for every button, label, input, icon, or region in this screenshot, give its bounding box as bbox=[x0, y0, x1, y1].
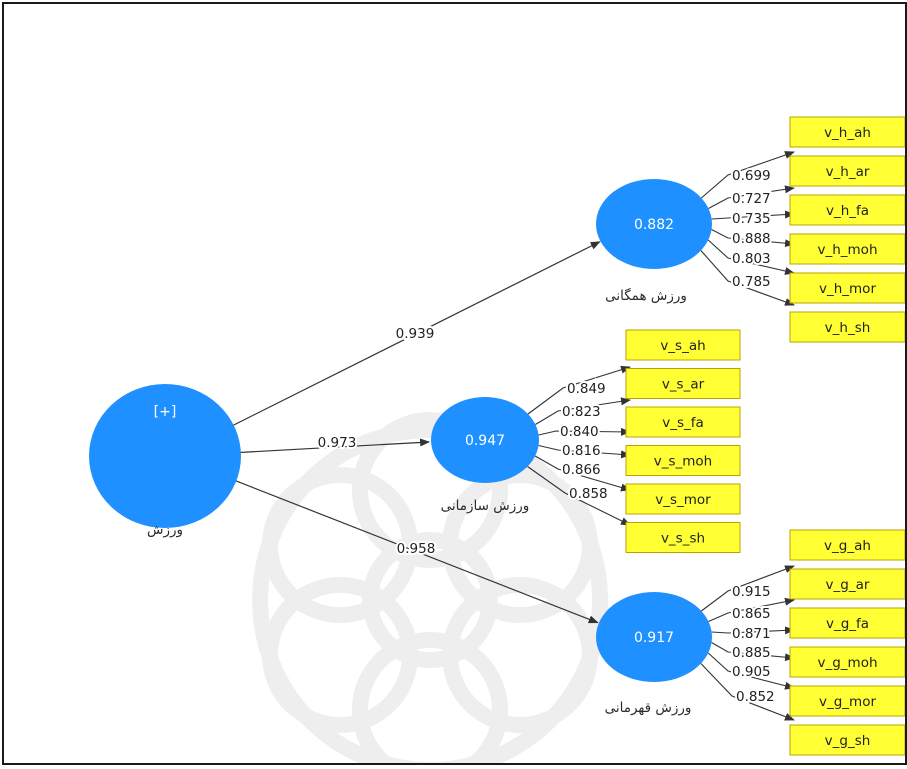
outer-loading-v_g_ah: 0.915 bbox=[732, 584, 771, 600]
r-squared-h: 0.882 bbox=[634, 217, 674, 233]
outer-loading-v_s_sh: 0.858 bbox=[569, 486, 608, 502]
path-coefficient-s: 0.973 bbox=[318, 435, 357, 451]
loading-arrow-v_g_sh bbox=[700, 663, 795, 721]
indicator-box-v_s_mor bbox=[625, 483, 741, 515]
construct-node-h bbox=[596, 179, 712, 269]
indicator-label-v_g_sh: v_g_sh bbox=[825, 733, 871, 749]
indicator-label-v_g_mor: v_g_mor bbox=[819, 694, 876, 710]
indicator-label-v_s_ah: v_s_ah bbox=[660, 338, 705, 354]
indicator-box-v_g_mor bbox=[789, 685, 906, 717]
outer-loading-v_h_mor: 0.803 bbox=[732, 251, 771, 267]
root-construct-node bbox=[89, 384, 241, 528]
r-squared-g: 0.917 bbox=[634, 630, 674, 646]
loading-arrow-v_g_mor bbox=[707, 652, 795, 690]
outer-loading-v_h_fa: 0.735 bbox=[732, 211, 771, 227]
loading-arrow-v_g_moh bbox=[711, 642, 795, 662]
indicator-box-v_h_ar bbox=[789, 155, 906, 187]
loading-arrow-v_s_mor bbox=[534, 455, 631, 492]
construct-label-g: ورزش قهرمانی bbox=[605, 700, 692, 716]
loading-arrow-v_s_ar bbox=[535, 397, 631, 425]
labels-layer: ورزش 0.939 ورزش همگانی 0.699 0.727 0.735 0.888… bbox=[147, 166, 777, 716]
indicator-label-v_g_ar: v_g_ar bbox=[826, 577, 870, 593]
indicator-box-v_s_ah bbox=[625, 329, 741, 361]
outer-loading-v_g_fa: 0.871 bbox=[732, 626, 771, 642]
path-arrow-h bbox=[232, 241, 601, 427]
indicator-label-v_s_ar: v_s_ar bbox=[662, 377, 705, 393]
loading-arrow-v_h_mor bbox=[707, 239, 795, 275]
loading-arrow-v_s_ah bbox=[527, 365, 631, 415]
indicator-box-v_h_moh bbox=[789, 233, 906, 265]
construct-label-h: ورزش همگانی bbox=[605, 287, 687, 304]
outer-loading-v_s_fa: 0.840 bbox=[560, 424, 599, 440]
outer-loading-v_g_moh: 0.885 bbox=[732, 645, 771, 661]
path-coefficient-g: 0.958 bbox=[397, 541, 436, 557]
loading-arrow-v_h_ah bbox=[700, 151, 795, 199]
indicator-label-v_s_sh: v_s_sh bbox=[661, 531, 705, 547]
loading-arrow-v_s_sh bbox=[527, 466, 631, 526]
loading-arrow-v_g_fa bbox=[711, 626, 795, 635]
indicator-label-v_s_fa: v_s_fa bbox=[662, 415, 704, 431]
path-arrow-g bbox=[234, 479, 599, 624]
indicator-label-v_h_sh: v_h_sh bbox=[825, 320, 871, 336]
indicator-label-v_h_ar: v_h_ar bbox=[826, 164, 870, 180]
indicator-box-v_g_ah bbox=[789, 529, 906, 561]
loading-arrow-v_s_fa bbox=[538, 427, 631, 436]
watermark-rosette bbox=[252, 412, 608, 769]
indicator-label-v_h_ah: v_h_ah bbox=[824, 125, 871, 141]
indicator-box-v_g_fa bbox=[789, 607, 906, 639]
indicator-label-v_g_fa: v_g_fa bbox=[826, 616, 869, 632]
indicator-label-v_g_ah: v_g_ah bbox=[824, 538, 871, 554]
loading-arrow-v_g_ar bbox=[708, 597, 795, 623]
construct-label-s: ورزش سازمانی bbox=[441, 498, 530, 514]
indicator-label-v_g_moh: v_g_moh bbox=[817, 655, 877, 671]
outer-loading-v_h_ah: 0.699 bbox=[732, 168, 771, 184]
indicator-box-v_h_mor bbox=[789, 272, 906, 304]
indicator-box-v_s_fa bbox=[625, 406, 741, 438]
indicator-box-v_s_moh bbox=[625, 445, 741, 476]
indicator-label-v_h_mor: v_h_mor bbox=[819, 281, 876, 297]
indicator-box-v_h_ah bbox=[789, 116, 906, 148]
indicator-box-v_s_sh bbox=[625, 522, 741, 553]
outer-loading-v_h_moh: 0.888 bbox=[732, 231, 771, 247]
loading-arrow-v_h_sh bbox=[700, 250, 795, 306]
indicator-label-v_s_moh: v_s_moh bbox=[654, 454, 713, 470]
loading-arrow-v_s_moh bbox=[538, 444, 631, 459]
outer-loading-v_s_moh: 0.816 bbox=[562, 443, 601, 459]
outer-loading-v_g_ar: 0.865 bbox=[732, 606, 771, 622]
root-construct-label: ورزش bbox=[147, 522, 183, 538]
outer-loading-v_h_sh: 0.785 bbox=[732, 274, 771, 290]
path-arrow-s bbox=[239, 438, 431, 454]
outer-loading-v_s_ar: 0.823 bbox=[562, 404, 601, 420]
loading-arrow-v_h_moh bbox=[711, 229, 795, 248]
loading-arrow-v_h_fa bbox=[711, 210, 795, 220]
construct-node-s bbox=[431, 397, 539, 483]
indicator-box-v_h_fa bbox=[789, 194, 906, 226]
loading-arrow-v_h_ar bbox=[708, 185, 795, 209]
outer-loading-v_s_ah: 0.849 bbox=[567, 381, 606, 397]
edges-layer bbox=[232, 151, 795, 721]
expand-badge: [+] bbox=[154, 404, 177, 420]
path-coefficient-h: 0.939 bbox=[396, 326, 435, 342]
r-squared-s: 0.947 bbox=[465, 433, 505, 449]
construct-node-g bbox=[596, 592, 712, 682]
outer-loading-v_s_mor: 0.866 bbox=[562, 462, 601, 478]
indicator-box-v_h_sh bbox=[789, 311, 906, 343]
outer-loading-v_g_sh: 0.852 bbox=[736, 689, 775, 705]
indicator-label-v_h_moh: v_h_moh bbox=[817, 242, 877, 258]
loading-arrow-v_g_ah bbox=[701, 565, 795, 612]
outer-loading-v_g_mor: 0.905 bbox=[732, 664, 771, 680]
indicator-box-v_g_ar bbox=[789, 568, 906, 600]
indicator-box-v_s_ar bbox=[625, 368, 741, 399]
indicator-label-v_h_fa: v_h_fa bbox=[826, 203, 869, 219]
indicator-box-v_g_sh bbox=[789, 724, 906, 756]
indicator-label-v_s_mor: v_s_mor bbox=[655, 492, 711, 508]
outer-loading-v_h_ar: 0.727 bbox=[732, 191, 771, 207]
